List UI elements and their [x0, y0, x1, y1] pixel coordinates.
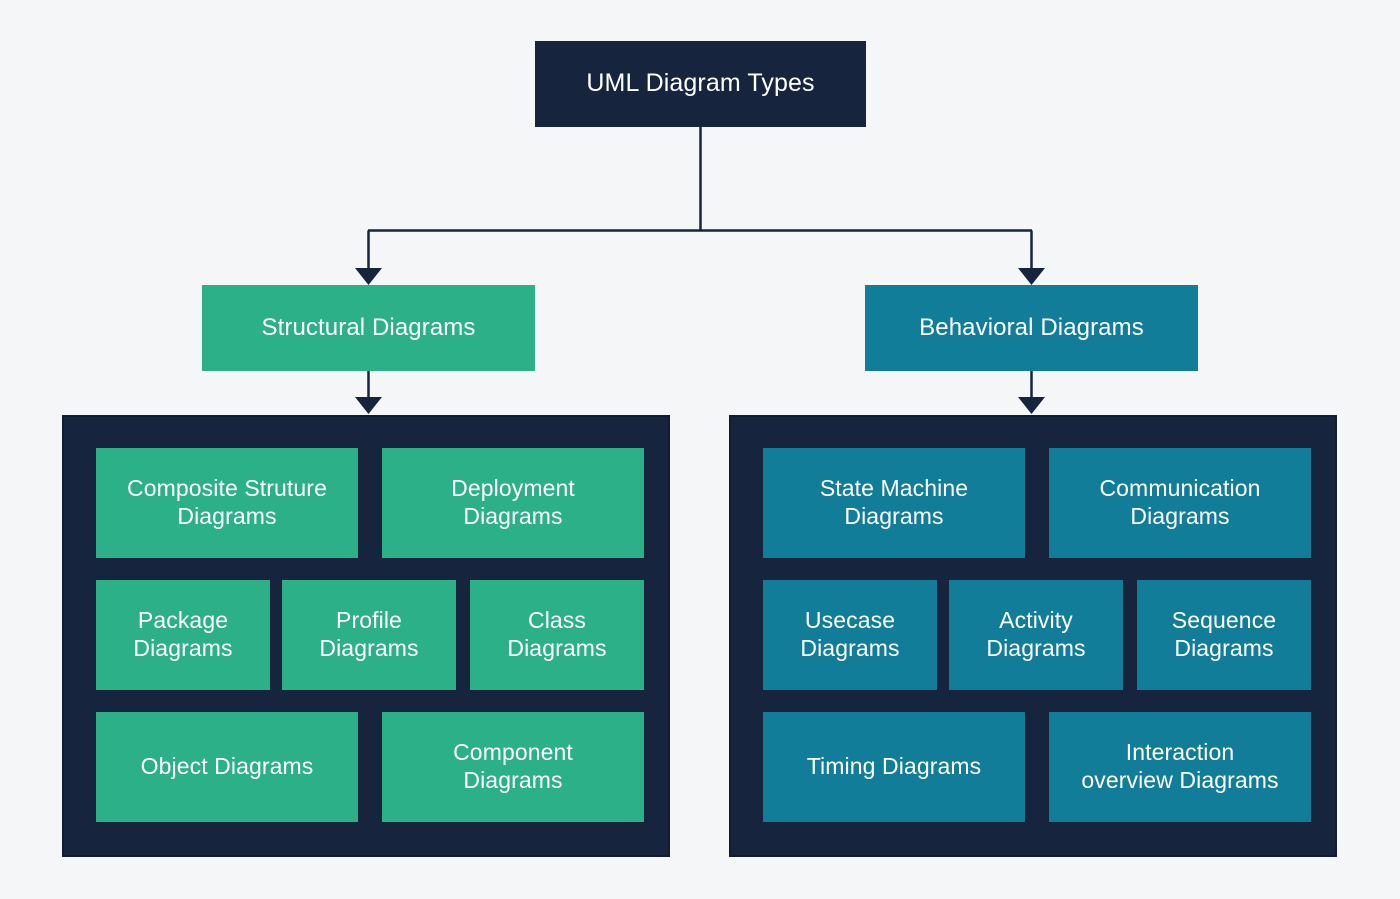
- panel-behavioral-diagrams: State Machine Diagrams Communication Dia…: [729, 415, 1337, 857]
- root-node-label: UML Diagram Types: [586, 69, 815, 98]
- leaf-composite-struture-diagrams[interactable]: Composite Struture Diagrams: [96, 448, 358, 558]
- leaf-package-diagrams[interactable]: Package Diagrams: [96, 580, 270, 690]
- leaf-object-diagrams[interactable]: Object Diagrams: [96, 712, 358, 822]
- leaf-activity-diagrams[interactable]: Activity Diagrams: [949, 580, 1123, 690]
- leaf-label: Sequence Diagrams: [1171, 607, 1277, 661]
- arrowhead-behavioral: [1018, 268, 1045, 285]
- leaf-timing-diagrams[interactable]: Timing Diagrams: [763, 712, 1025, 822]
- root-node-uml-diagram-types[interactable]: UML Diagram Types: [535, 41, 866, 127]
- leaf-label: Timing Diagrams: [806, 753, 982, 780]
- leaf-label: State Machine Diagrams: [819, 475, 969, 529]
- leaf-usecase-diagrams[interactable]: Usecase Diagrams: [763, 580, 937, 690]
- leaf-label: Package Diagrams: [133, 607, 233, 661]
- branch-node-behavioral[interactable]: Behavioral Diagrams: [865, 285, 1198, 371]
- leaf-profile-diagrams[interactable]: Profile Diagrams: [282, 580, 456, 690]
- leaf-label: Interaction overview Diagrams: [1081, 739, 1279, 793]
- leaf-label: Usecase Diagrams: [800, 607, 900, 661]
- branch-node-structural[interactable]: Structural Diagrams: [202, 285, 535, 371]
- leaf-class-diagrams[interactable]: Class Diagrams: [470, 580, 644, 690]
- branch-node-structural-label: Structural Diagrams: [261, 313, 476, 341]
- leaf-label: Class Diagrams: [507, 607, 607, 661]
- arrowhead-structural-panel: [355, 397, 382, 414]
- panel-structural-diagrams: Composite Struture Diagrams Deployment D…: [62, 415, 670, 857]
- leaf-label: Deployment Diagrams: [451, 475, 575, 529]
- leaf-label: Component Diagrams: [453, 739, 573, 793]
- leaf-label: Object Diagrams: [140, 753, 314, 780]
- leaf-communication-diagrams[interactable]: Communication Diagrams: [1049, 448, 1311, 558]
- leaf-label: Composite Struture Diagrams: [127, 475, 327, 529]
- leaf-label: Activity Diagrams: [986, 607, 1086, 661]
- leaf-interaction-overview-diagrams[interactable]: Interaction overview Diagrams: [1049, 712, 1311, 822]
- leaf-deployment-diagrams[interactable]: Deployment Diagrams: [382, 448, 644, 558]
- arrowhead-structural: [355, 268, 382, 285]
- leaf-state-machine-diagrams[interactable]: State Machine Diagrams: [763, 448, 1025, 558]
- leaf-label: Profile Diagrams: [319, 607, 419, 661]
- leaf-component-diagrams[interactable]: Component Diagrams: [382, 712, 644, 822]
- leaf-sequence-diagrams[interactable]: Sequence Diagrams: [1137, 580, 1311, 690]
- arrowhead-behavioral-panel: [1018, 397, 1045, 414]
- leaf-label: Communication Diagrams: [1099, 475, 1261, 529]
- branch-node-behavioral-label: Behavioral Diagrams: [919, 313, 1144, 341]
